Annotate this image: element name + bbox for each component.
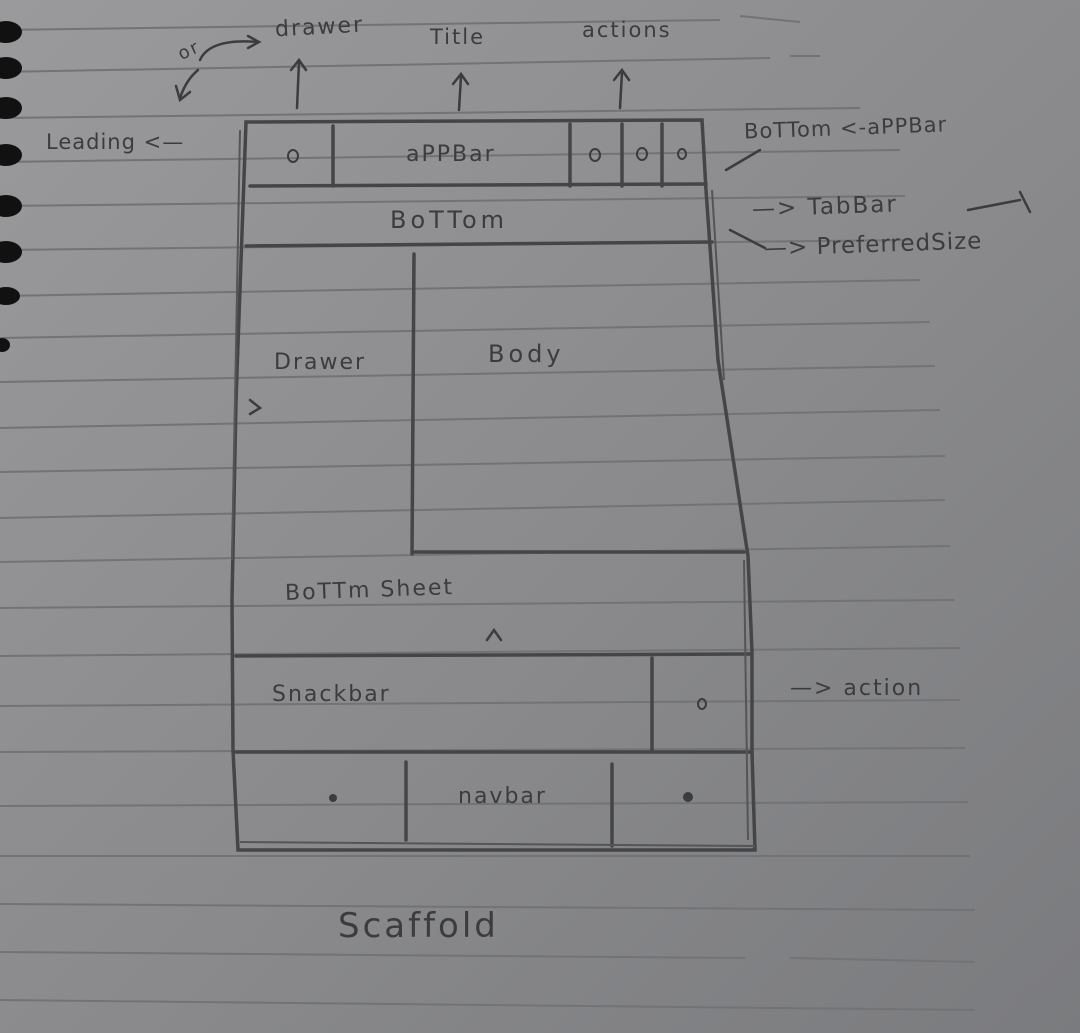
drawer-annotation: drawer [274,12,365,43]
action-icon-3 [677,148,687,160]
action-annotation: —> action [790,676,924,701]
body-label: Body [488,340,565,368]
navbar-icon-right [683,792,693,802]
snackbar-action-icon [697,698,707,710]
snackbar-label: Snackbar [272,682,391,707]
drawer-label: Drawer [274,350,367,375]
appbar-label: aPPBar [406,142,496,167]
navbar-icon-left [329,794,337,802]
icon-circles [287,147,707,710]
action-icon-1 [589,148,601,162]
ruled-lines [0,15,976,1011]
actions-annotation: actions [582,18,672,42]
bottom-label: BoTTom [390,206,509,234]
scaffold-caption: Scaffold [338,906,499,946]
leading-icon [287,149,299,163]
tabbar-annotation: —> TabBar [751,191,899,223]
action-icon-2 [636,147,648,161]
binder-holes [0,21,22,352]
scaffold-outline [230,118,757,852]
navbar-label: navbar [458,784,547,809]
pointer-arrows [174,34,1032,642]
leading-annotation: Leading <— [46,130,185,154]
title-annotation: Title [430,25,486,49]
